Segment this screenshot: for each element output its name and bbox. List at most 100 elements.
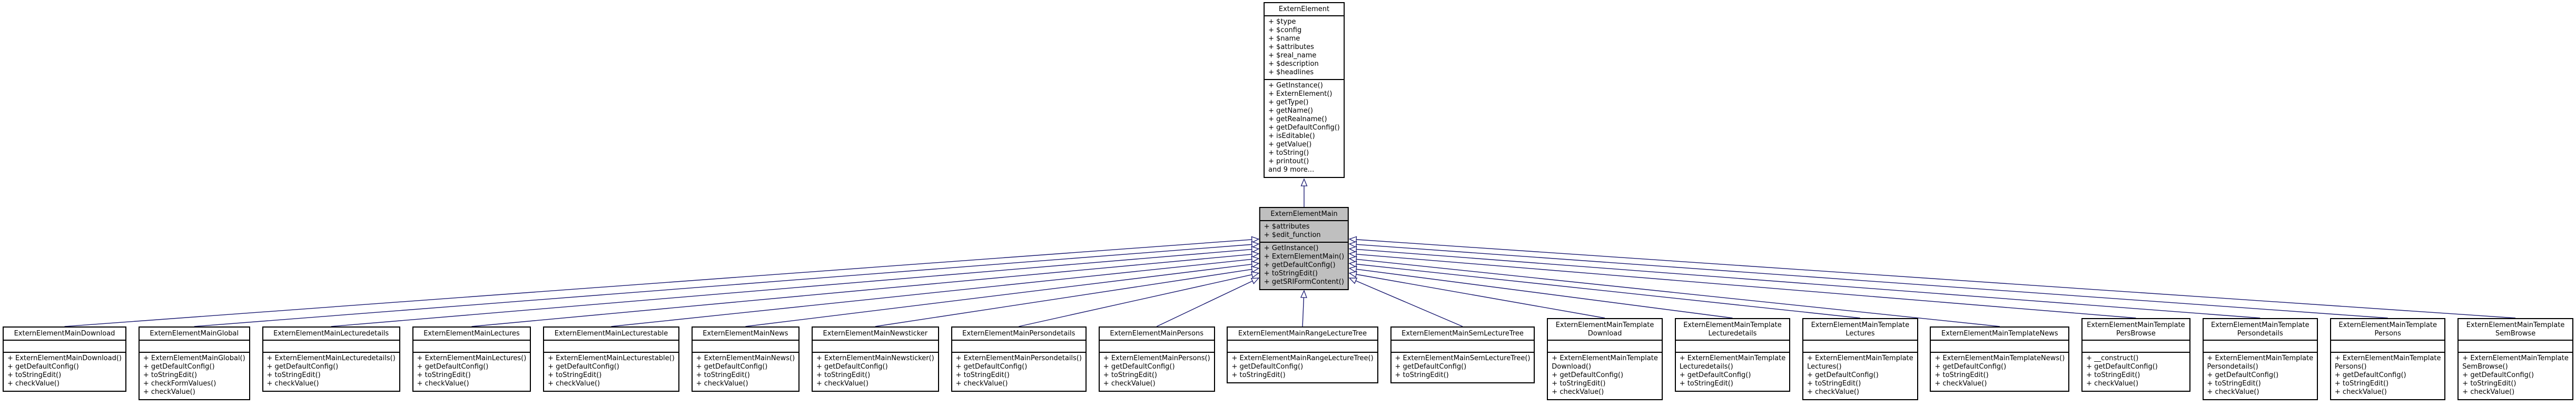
method: + checkValue() [2207,388,2259,396]
method: + GetInstance() [1268,82,1323,90]
method: + getDefaultConfig() [2207,371,2279,379]
class-box-externelementmainnewsticker[interactable]: ExternElementMainNewsticker + ExternElem… [811,326,939,392]
method: + ExternElementMainTemplate Lecturedetai… [1679,354,1786,371]
method: + ExternElementMainPersons() [1103,354,1210,362]
class-methods: + ExternElementMainTemplate Persondetail… [2203,352,2317,399]
method: + toStringEdit() [2207,380,2261,388]
method: + getDefaultConfig() [1103,363,1175,371]
method: + checkValue() [2462,388,2515,396]
class-box-externelementmainrangelecturetree[interactable]: ExternElementMainRangeLectureTree + Exte… [1227,326,1378,383]
method: + ExternElementMainTemplate Download() [1552,354,1658,371]
method: + checkValue() [7,380,60,388]
class-box-externelementmaintemplatepersondetails[interactable]: ExternElementMainTemplate Persondetails … [2202,318,2318,400]
method: + checkValue() [816,380,868,388]
method: + getDefaultConfig() [1268,124,1340,132]
method: + ExternElementMainSemLectureTree() [1395,354,1531,362]
class-methods: + ExternElementMainTemplate Download()+ … [1548,352,1662,399]
method: + toStringEdit() [2462,380,2516,388]
method: + toStringEdit() [2086,371,2140,379]
class-methods: + ExternElementMainRangeLectureTree()+ g… [1228,352,1377,382]
method: + toStringEdit() [1807,380,1861,388]
class-methods: + GetInstance()+ ExternElement()+ getTyp… [1265,79,1344,177]
method: + getDefaultConfig() [1552,371,1624,379]
method: + ExternElementMainNewsticker() [816,354,934,362]
method: + ExternElementMainTemplate Persondetail… [2207,354,2314,371]
method: + toStringEdit() [696,371,750,379]
method: + checkValue() [955,380,1008,388]
class-attributes [1675,340,1790,352]
class-attributes [1228,340,1377,352]
class-box-externelementmaintemplatelectures[interactable]: ExternElementMainTemplate Lectures + Ext… [1802,318,1918,400]
class-box-externelementmainlecturedetails[interactable]: ExternElementMainLecturedetails + Extern… [262,326,400,392]
class-methods: + ExternElementMainPersondetails()+ getD… [952,352,1085,391]
class-box-externelementmainlectures[interactable]: ExternElementMainLectures + ExternElemen… [412,326,531,392]
selected-class-slot: ExternElementMain + $attributes+ $edit_f… [1259,207,1349,290]
method: + ExternElementMainGlobal() [143,354,245,362]
method: + getDefaultConfig() [1264,261,1336,269]
method: + checkValue() [1103,380,1156,388]
class-methods: + ExternElementMainTemplateNews()+ getDe… [1931,352,2069,391]
method: + ExternElementMainDownload() [7,354,122,362]
class-name: ExternElementMainTemplate Download [1555,321,1654,338]
method: + checkValue() [1552,388,1604,396]
method: + getName() [1268,107,1314,115]
class-attributes [544,340,678,352]
class-box-externelementmaintemplatedownload[interactable]: ExternElementMainTemplate Download + Ext… [1547,318,1663,400]
method: + toStringEdit() [816,371,871,379]
base-class-slot: ExternElement + $type+ $config+ $name+ $… [1264,2,1345,178]
method: + toStringEdit() [955,371,1010,379]
attribute: + $name [1268,35,1300,43]
class-box-externelementmainglobal[interactable]: ExternElementMainGlobal + ExternElementM… [138,326,250,400]
method: + ExternElementMainRangeLectureTree() [1231,354,1374,362]
class-attributes [2459,340,2572,352]
method: + getDefaultConfig() [7,363,79,371]
method: + checkFormValues() [143,380,216,388]
class-box-externelementmaintemplatesembrowse[interactable]: ExternElementMainTemplate SemBrowse + Ex… [2457,318,2573,400]
method: + checkValue() [2334,388,2387,396]
method: + ExternElementMainTemplate SemBrowse() [2462,354,2569,371]
method: + checkValue() [267,380,319,388]
method: + getDefaultConfig() [2462,371,2534,379]
class-box-externelementmaindownload[interactable]: ExternElementMainDownload + ExternElemen… [3,326,127,392]
class-attributes [1391,340,1534,352]
class-box-externelementmaintemplatepersbrowse[interactable]: ExternElementMainTemplate PersBrowse + _… [2081,318,2190,392]
method: and 9 more... [1268,166,1315,174]
class-name: ExternElementMainNewsticker [823,330,928,338]
class-box-externelementmaintemplatelecturedetails[interactable]: ExternElementMainTemplate Lecturedetails… [1674,318,1791,392]
method: + checkValue() [2086,380,2139,388]
class-box-externelementmainnews[interactable]: ExternElementMainNews + ExternElementMai… [691,326,800,392]
class-methods: + __construct()+ getDefaultConfig()+ toS… [2082,352,2189,391]
method: + getDefaultConfig() [816,363,888,371]
class-box-externelementmainpersons[interactable]: ExternElementMainPersons + ExternElement… [1098,326,1215,392]
class-box-externelementmaintemplatepersons[interactable]: ExternElementMainTemplate Persons + Exte… [2330,318,2446,400]
method: + ExternElementMain() [1264,253,1345,261]
method: + getDefaultConfig() [267,363,339,371]
class-attributes [1931,340,2069,352]
class-attributes [2203,340,2317,352]
method: + getDefaultConfig() [1679,371,1751,379]
class-name: ExternElementMainRangeLectureTree [1238,330,1367,338]
method: + checkValue() [417,380,469,388]
class-name: ExternElementMainTemplate Lecturedetails [1683,321,1782,338]
class-box-externelementmainlecturestable[interactable]: ExternElementMainLecturestable + ExternE… [543,326,679,392]
class-attributes [692,340,799,352]
class-attributes [2331,340,2445,352]
class-attributes [1803,340,1917,352]
class-box-externelementmainpersondetails[interactable]: ExternElementMainPersondetails + ExternE… [951,326,1087,392]
method: + checkValue() [1935,380,1987,388]
attribute: + $description [1268,60,1319,68]
method: + toStringEdit() [7,371,62,379]
class-methods: + ExternElementMainTemplate Lecturedetai… [1675,352,1790,391]
class-methods: + ExternElementMainDownload()+ getDefaul… [4,352,126,391]
class-methods: + ExternElementMainLecturedetails()+ get… [263,352,399,391]
method: + toStringEdit() [267,371,321,379]
class-box-externelementmainsemlecturetree[interactable]: ExternElementMainSemLectureTree + Extern… [1390,326,1535,383]
class-attributes [139,340,249,352]
method: + toStringEdit() [2334,380,2389,388]
class-box-externelementmaintemplatenews[interactable]: ExternElementMainTemplateNews + ExternEl… [1930,326,2070,392]
class-name: ExternElementMainLecturedetails [273,330,389,338]
method: + GetInstance() [1264,244,1319,252]
method: + toStringEdit() [1679,380,1733,388]
class-box-externelement[interactable]: ExternElement + $type+ $config+ $name+ $… [1264,2,1345,178]
